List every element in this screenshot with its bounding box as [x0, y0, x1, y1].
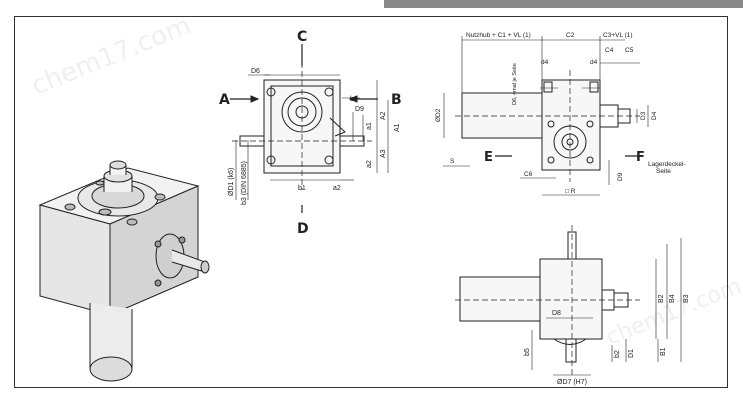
isometric-view	[38, 160, 210, 382]
dim-C6: C6	[524, 171, 533, 178]
dim-b1: b1	[298, 185, 306, 192]
watermark-right: chem17.com	[603, 274, 743, 351]
dim-D3: D3	[640, 111, 647, 120]
side-view	[443, 36, 649, 196]
side-view-labels: Nutzhub + C1 + VL (1) C2 C3+VL (1) C4 C5…	[435, 32, 686, 195]
dim-phiD7: ØD7 (H7)	[557, 379, 587, 386]
view-letter-F: F	[636, 150, 645, 165]
dim-b2: b2	[614, 350, 621, 358]
dim-d4-left: d4	[541, 59, 549, 66]
view-letter-E: E	[484, 150, 493, 165]
dim-A2: A2	[380, 111, 387, 120]
view-letter-C: C	[297, 29, 307, 45]
header-bar	[384, 0, 743, 8]
dim-a2-bottom: a2	[333, 185, 341, 192]
dim-B2: B2	[658, 294, 665, 303]
dim-a1: a1	[366, 122, 373, 130]
dim-C3VL: C3+VL (1)	[603, 32, 633, 39]
dim-b5: b5	[524, 348, 531, 356]
dim-C2: C2	[566, 32, 575, 39]
view-letter-A: A	[219, 92, 230, 108]
front-view-labels: D6 D9 b6 a1 A2 A1 A3 a2 ØD1 (k6) b3 (DIN…	[228, 68, 401, 205]
view-letter-B: B	[391, 92, 402, 108]
dim-D8: D8	[552, 310, 561, 317]
dim-R: □ R	[565, 188, 576, 195]
dim-A1: A1	[394, 123, 401, 132]
dim-phiD1: ØD1 (k6)	[228, 168, 235, 196]
dim-D1: D1	[628, 349, 635, 358]
dim-C5: C5	[625, 47, 634, 54]
dim-D4: D4	[651, 111, 658, 120]
dim-phiD2: ØD2	[435, 108, 442, 122]
side-label-line1: Lagerdeckel-	[648, 161, 686, 168]
bottom-view	[455, 225, 682, 376]
dim-B1: B1	[660, 347, 667, 356]
dim-b3: b3 (DIN 6885)	[241, 161, 248, 205]
dim-a2-right: a2	[366, 160, 373, 168]
dim-s: S	[450, 158, 455, 165]
dim-C4: C4	[605, 47, 614, 54]
side-label-line2: Seite	[656, 168, 671, 175]
dim-D9: D9	[355, 106, 364, 113]
dim-B3: B3	[683, 294, 690, 303]
dim-A3: A3	[380, 149, 387, 158]
dim-b6: b6	[350, 96, 358, 103]
dim-D6: D6	[251, 68, 260, 75]
dim-B4: B4	[669, 294, 676, 303]
dim-D9: D9	[617, 172, 624, 181]
drawing-frame	[14, 16, 728, 388]
view-letter-D: D	[297, 221, 309, 237]
dim-d4-right: d4	[590, 59, 598, 66]
watermark-left: chem17.com	[27, 10, 195, 101]
dim-d6: D6, 4mal je Seite	[512, 63, 518, 105]
bottom-view-labels: D8 B2 B4 B3 b5 b2 D1 B1 ØD7 (H7)	[524, 294, 690, 386]
dim-nutzhub: Nutzhub + C1 + VL (1)	[466, 32, 531, 39]
front-view	[230, 44, 389, 213]
